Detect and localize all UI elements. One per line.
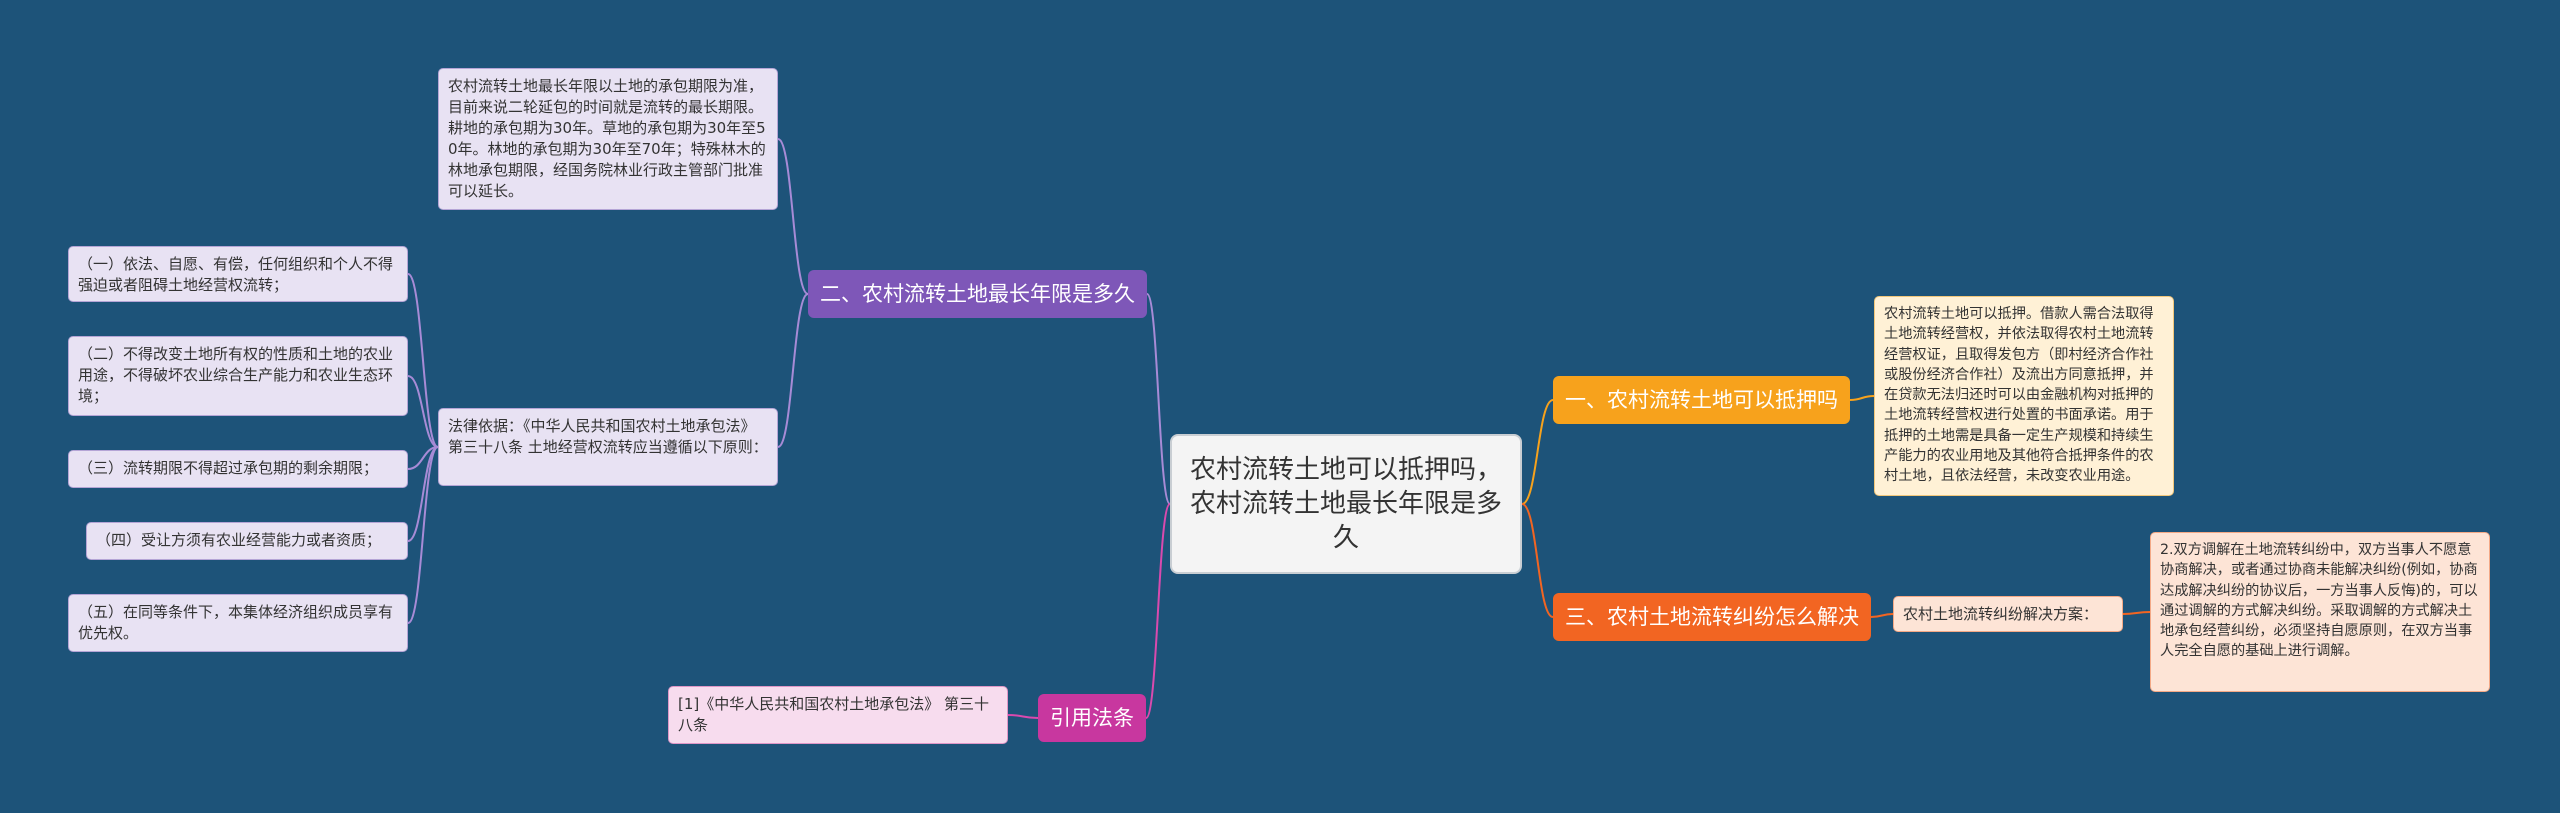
- branch-max-term[interactable]: 二、农村流转土地最长年限是多久: [808, 270, 1147, 318]
- connector-line: [407, 273, 439, 448]
- branch-cited-law[interactable]: 引用法条: [1038, 694, 1146, 742]
- connector-line: [1870, 613, 1894, 618]
- principle-item[interactable]: （二）不得改变土地所有权的性质和土地的农业用途，不得破坏农业综合生产能力和农业生…: [68, 336, 408, 416]
- connector-line: [1145, 503, 1171, 719]
- principle-item[interactable]: （四）受让方须有农业经营能力或者资质；: [86, 522, 408, 560]
- connector-line: [1146, 293, 1171, 505]
- dispute-detail[interactable]: 2.双方调解在土地流转纠纷中，双方当事人不愿意协商解决，或者通过协商未能解决纠纷…: [2150, 532, 2490, 692]
- legal-basis[interactable]: 法律依据：《中华人民共和国农村土地承包法》 第三十八条 土地经营权流转应当遵循以…: [438, 408, 778, 486]
- connector-line: [777, 138, 809, 295]
- connector-line: [407, 375, 439, 448]
- cited-law-item[interactable]: [1]《中华人民共和国农村土地承包法》 第三十八条: [668, 686, 1008, 744]
- mortgage-detail[interactable]: 农村流转土地可以抵押。借款人需合法取得土地流转经营权，并依法取得农村土地流转经营…: [1874, 296, 2174, 496]
- connector-line: [1007, 714, 1039, 719]
- principle-item[interactable]: （三）流转期限不得超过承包期的剩余期限；: [68, 450, 408, 488]
- connector-line: [1521, 503, 1554, 618]
- connector-line: [407, 446, 439, 542]
- max-term-detail[interactable]: 农村流转土地最长年限以土地的承包期限为准，目前来说二轮延包的时间就是流转的最长期…: [438, 68, 778, 210]
- principle-item[interactable]: （一）依法、自愿、有偿，任何组织和个人不得强迫或者阻碍土地经营权流转；: [68, 246, 408, 302]
- connector-line: [1849, 395, 1875, 401]
- connector-line: [777, 293, 809, 448]
- branch-dispute[interactable]: 三、农村土地流转纠纷怎么解决: [1553, 593, 1871, 641]
- principle-item[interactable]: （五）在同等条件下，本集体经济组织成员享有优先权。: [68, 594, 408, 652]
- connector-line: [407, 446, 439, 624]
- connector-line: [2122, 611, 2151, 615]
- dispute-plan[interactable]: 农村土地流转纠纷解决方案：: [1893, 596, 2123, 632]
- root-topic[interactable]: 农村流转土地可以抵押吗，农村流转土地最长年限是多久: [1170, 434, 1522, 574]
- branch-mortgage[interactable]: 一、农村流转土地可以抵押吗: [1553, 376, 1850, 424]
- connector-line: [1521, 399, 1554, 505]
